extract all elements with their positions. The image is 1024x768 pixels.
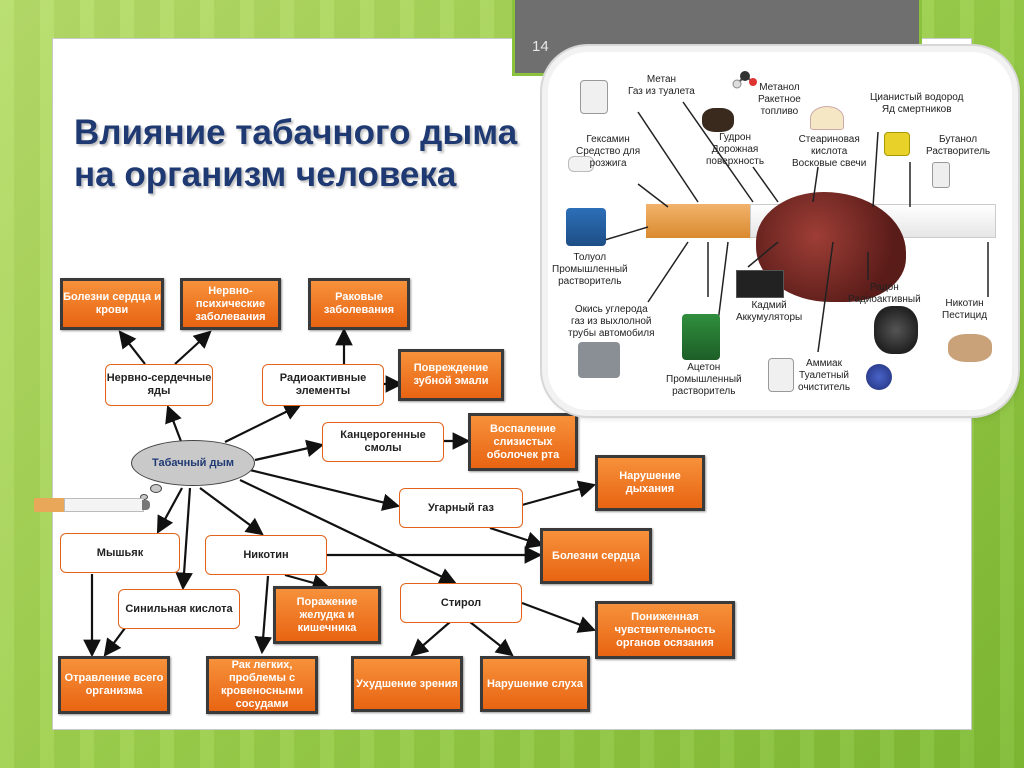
molecule-icon — [732, 68, 758, 90]
box-stomach-damage: Поражение желудка и кишечника — [273, 586, 381, 644]
box-heart-diseases: Болезни сердца — [540, 528, 652, 584]
arrow-neuro-heart — [118, 330, 146, 365]
box-neuro-cardio-poisons: Нервно-сердечные яды — [105, 364, 213, 406]
cloud-bubble-1 — [150, 484, 162, 493]
tar-lump-icon — [702, 108, 734, 132]
box-hearing-impairment: Нарушение слуха — [480, 656, 590, 712]
arrow-nicotine-lung — [254, 575, 272, 655]
stearic-powder-icon — [810, 106, 844, 130]
ammonia-toilet-icon — [768, 358, 794, 392]
title-line-2: на организм человека — [74, 155, 457, 194]
box-styrene: Стирол — [400, 583, 522, 623]
box-nicotine: Никотин — [205, 535, 327, 575]
butanol-bottle-icon — [932, 162, 950, 188]
box-cancer: Раковые заболевания — [308, 278, 410, 330]
box-lung-cancer: Рак легких, проблемы с кровеносными сосу… — [206, 656, 318, 714]
box-breathing-disorder: Нарушение дыхания — [595, 455, 705, 511]
cigarette-icon — [34, 498, 150, 512]
box-carbon-monoxide: Угарный газ — [399, 488, 523, 528]
slide-title: Влияние табачного дыма на организм челов… — [74, 112, 544, 196]
arrow-cloud-nicotine — [199, 487, 264, 536]
ammonia-molecule-icon — [866, 364, 892, 390]
arrow-cloud-radio — [224, 403, 302, 443]
box-radioactive-elements: Радиоактивные элементы — [262, 364, 384, 406]
box-body-poisoning: Отравление всего организма — [58, 656, 170, 714]
arrow-cloud-arsenic — [156, 487, 183, 534]
nicotine-pesticide-icon — [948, 334, 992, 362]
box-enamel-damage: Повреждение зубной эмали — [398, 349, 504, 401]
box-mouth-inflammation: Воспаление слизистых оболочек рта — [468, 413, 578, 471]
toilet-icon — [580, 80, 608, 114]
title-line-1: Влияние табачного дыма — [74, 113, 518, 152]
box-nervous-diseases: Нервно-психические заболевания — [180, 278, 281, 330]
box-reduced-sensitivity: Пониженная чувствительность органов осяз… — [595, 601, 735, 659]
radon-smoke-icon — [874, 306, 918, 354]
poison-cans-icon — [884, 132, 910, 156]
arrow-styrene-hearing — [469, 621, 514, 657]
arrow-cloud-styrene — [239, 479, 457, 585]
arrow-nicotine-stomach — [284, 573, 331, 592]
hexamine-tablets-icon — [568, 156, 594, 172]
illustration-pointer-lines — [597, 101, 989, 353]
arrow-cloud-tar — [254, 439, 325, 462]
box-heart-blood-diseases: Болезни сердца и крови — [60, 278, 164, 330]
arrow-co-breathing — [521, 480, 597, 507]
arrow-cloud-neuro — [165, 404, 184, 445]
arrow-co-heart — [489, 526, 545, 549]
battery-icon — [736, 270, 784, 298]
toluene-barrel-icon — [566, 208, 606, 246]
exhaust-pipe-icon — [578, 342, 620, 378]
arrow-styrene-vision — [410, 621, 451, 657]
arrow-cloud-hcn — [175, 487, 193, 591]
box-arsenic: Мышьяк — [60, 533, 180, 573]
box-vision-impairment: Ухудшение зрения — [351, 656, 463, 712]
box-carcinogenic-tar: Канцерогенные смолы — [322, 422, 444, 462]
box-hydrocyanic-acid: Синильная кислота — [118, 589, 240, 629]
acetone-bottles-icon — [682, 314, 720, 360]
arrow-styrene-smell — [521, 601, 597, 633]
arrow-cloud-co — [249, 468, 401, 511]
tobacco-smoke-cloud: Табачный дым — [131, 440, 255, 486]
arrow-neuro-nervous — [174, 330, 212, 365]
arrow-hcn-poison — [103, 627, 126, 657]
cloud-bubble-2 — [140, 494, 148, 500]
slide-number: 14 — [532, 38, 549, 55]
